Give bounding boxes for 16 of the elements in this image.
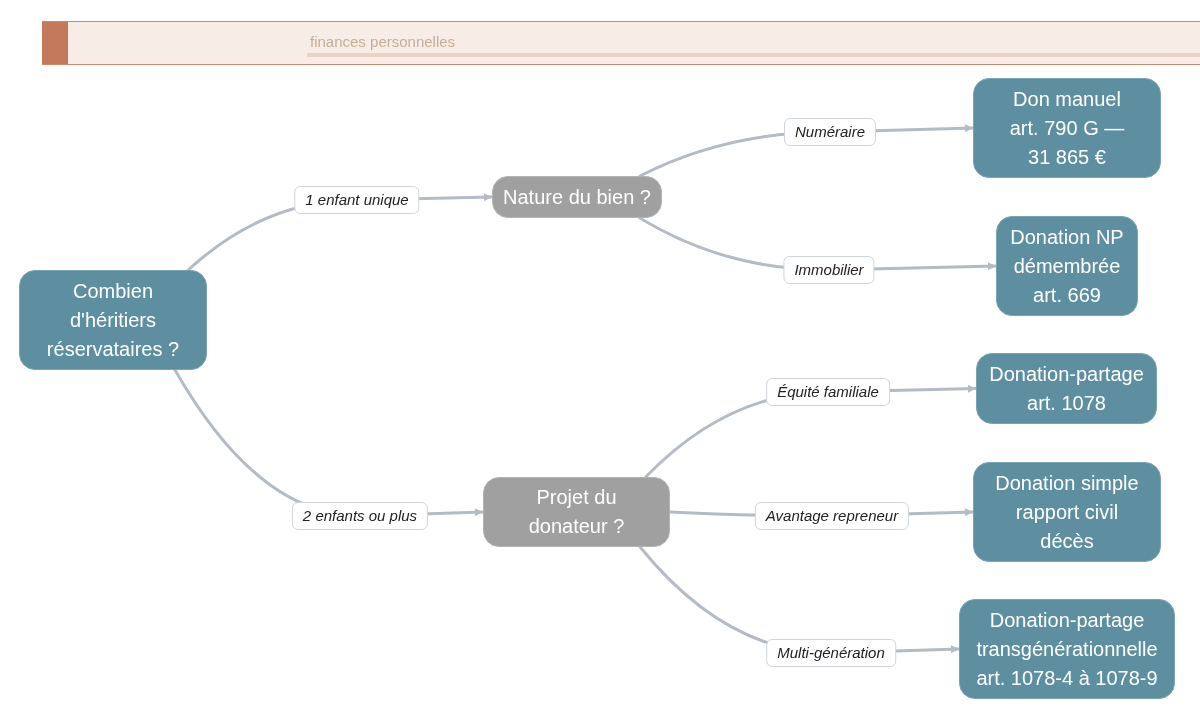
edge-label: 2 enfants ou plus — [291, 502, 429, 530]
edge-label: 1 enfant unique — [294, 186, 420, 214]
outcome-box: Donation simple rapport civil décès — [973, 462, 1161, 562]
section-label: finances personnelles — [310, 32, 456, 52]
edge-label: Numéraire — [784, 118, 876, 146]
outcome-box: Donation NP démembrée art. 669 — [996, 216, 1138, 316]
decision-box: Nature du bien ? — [492, 176, 662, 218]
outcome-box: Don manuel art. 790 G — 31 865 € — [973, 78, 1161, 178]
edge-label: Immobilier — [783, 256, 875, 284]
edge-label: Équité familiale — [766, 378, 890, 406]
outcome-box: Donation-partage art. 1078 — [976, 353, 1157, 424]
decision-box: Projet du donateur ? — [483, 477, 670, 547]
start-question-box: Combien d'héritiers réservataires ? — [19, 270, 207, 370]
outcome-box: Donation-partage transgénérationnelle art. 1078-4 à 1078-9 — [959, 599, 1175, 699]
edge-label: Avantage repreneur — [754, 502, 910, 530]
edge-label: Multi-génération — [766, 639, 896, 667]
